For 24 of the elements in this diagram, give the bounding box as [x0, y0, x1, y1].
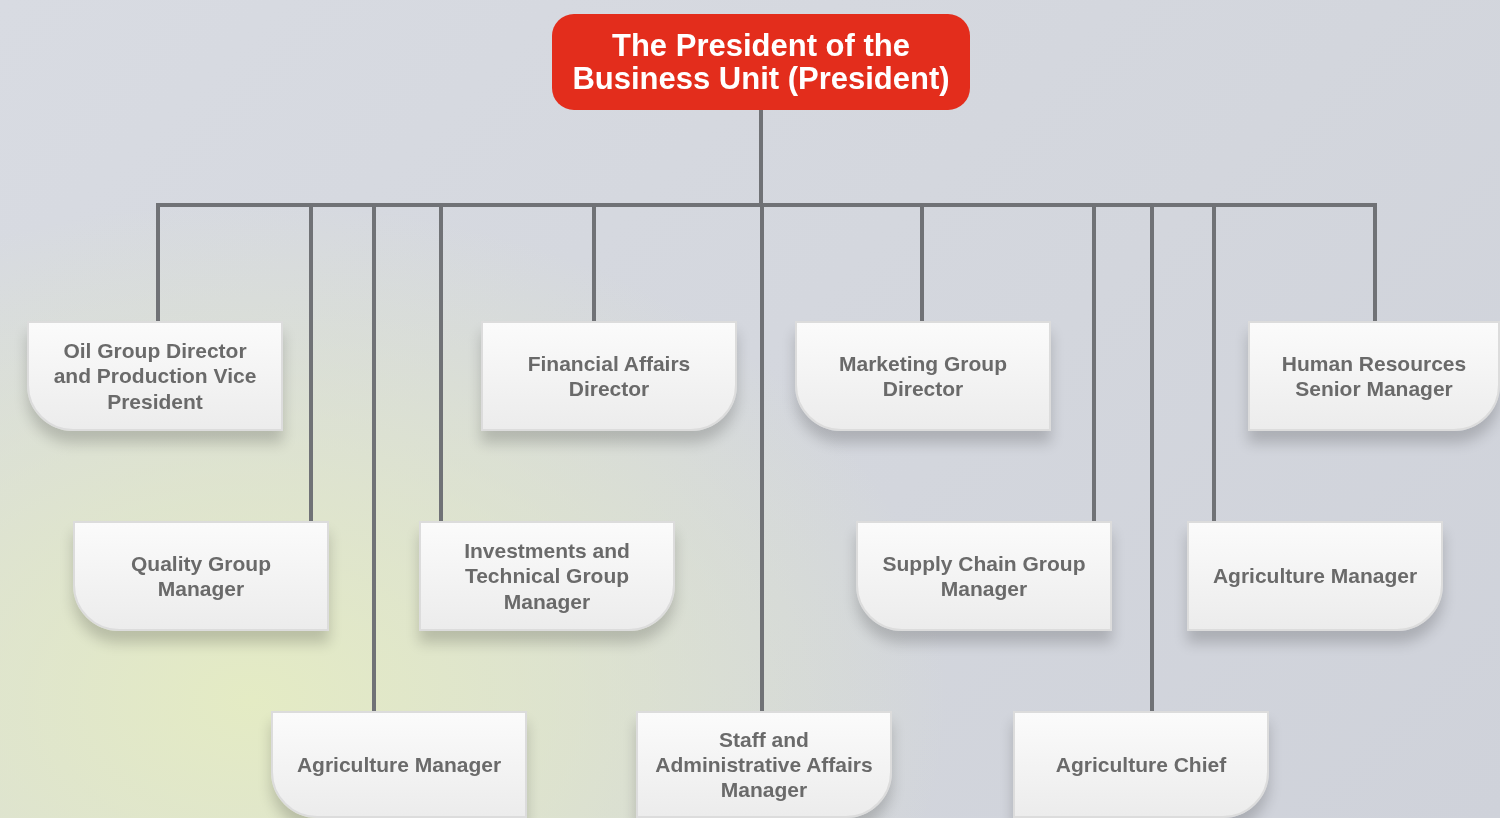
position-title: Marketing Group Director: [838, 350, 1008, 402]
position-box: [27, 321, 283, 431]
position-title: Agriculture Chief: [1055, 751, 1227, 778]
position-box: [856, 521, 1112, 631]
position-title: The President of the Business Unit (President): [571, 28, 951, 96]
position-title: Human Resources Senior Manager: [1280, 350, 1468, 402]
position-title: Quality Group Manager: [130, 550, 272, 602]
position-title: Investments and Technical Group Manager: [463, 538, 631, 614]
position-box: [1013, 711, 1269, 818]
position-box: [73, 521, 329, 631]
position-title: Supply Chain Group Manager: [881, 550, 1087, 602]
president-box: [552, 14, 970, 110]
position-box: [1187, 521, 1443, 631]
position-box: [481, 321, 737, 431]
position-title: Staff and Administrative Affairs Manager: [654, 726, 874, 803]
position-title: Agriculture Manager: [1212, 563, 1418, 589]
position-title: Agriculture Manager: [296, 751, 502, 778]
position-box: [636, 711, 892, 818]
position-title: Oil Group Director and Production Vice President: [52, 338, 258, 414]
position-title: Financial Affairs Director: [526, 350, 692, 402]
position-box: [795, 321, 1051, 431]
position-box: [1248, 321, 1500, 431]
position-box: [419, 521, 675, 631]
position-box: [271, 711, 527, 818]
